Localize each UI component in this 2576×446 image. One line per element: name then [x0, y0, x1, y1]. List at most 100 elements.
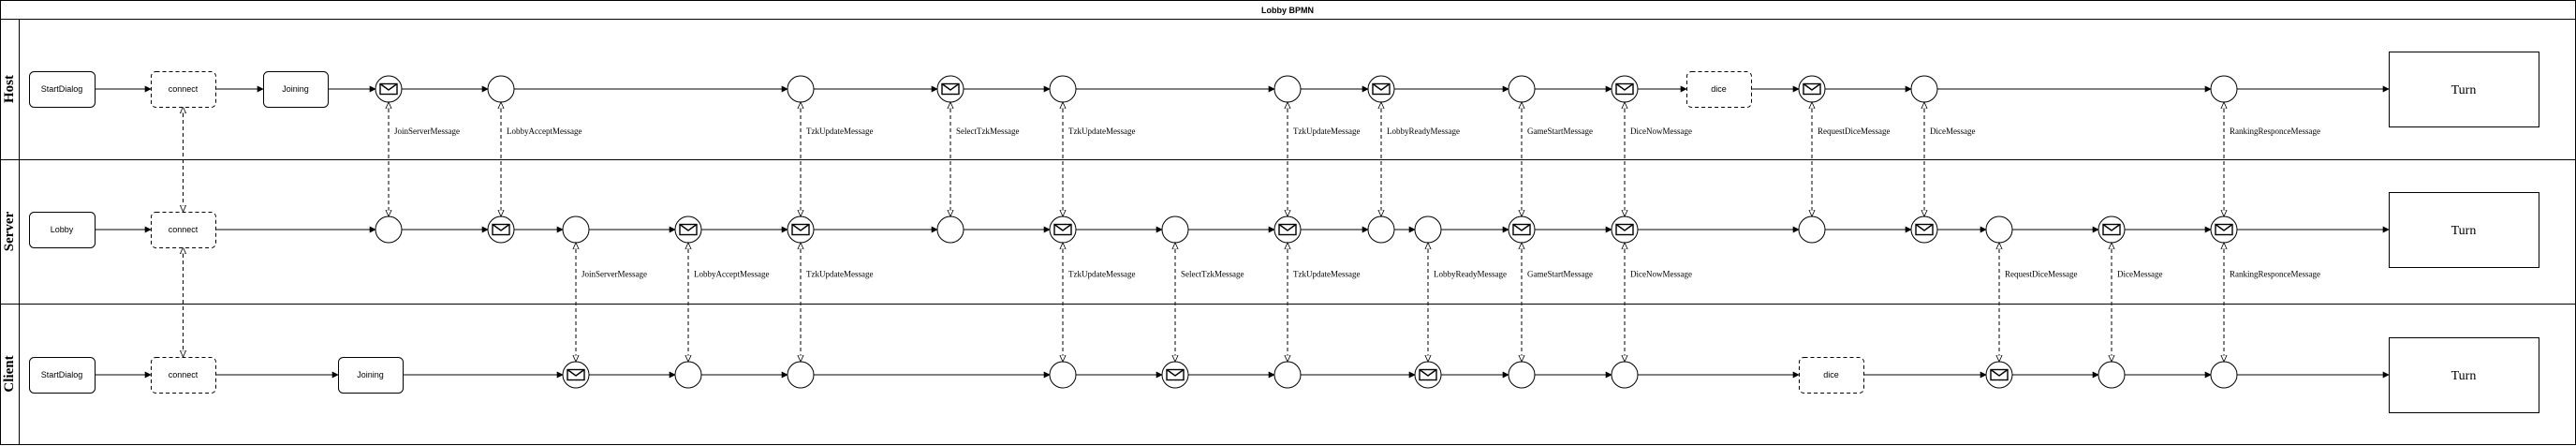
event-circle — [1161, 216, 1189, 244]
task-box — [151, 357, 216, 394]
host-server-message-1: JoinServerMessage — [389, 102, 460, 216]
task-server-connect: connect — [151, 212, 216, 248]
event-circle — [936, 216, 964, 244]
message-label: JoinServerMessage — [394, 126, 460, 136]
event-circle — [1273, 361, 1302, 389]
server-message-event-16 — [1985, 216, 2013, 244]
task-box — [1799, 357, 1864, 394]
task-server-lobby: Lobby — [29, 212, 96, 248]
envelope-icon — [379, 82, 398, 96]
message-label: RankingResponceMessage — [2230, 126, 2320, 136]
task-client-turn: Turn — [2389, 337, 2539, 413]
task-host-connect: connect — [151, 71, 216, 108]
server-client-message-4: TzkUpdateMessage — [1063, 243, 1135, 362]
envelope-icon — [941, 82, 960, 96]
host-server-message-6: TzkUpdateMessage — [1288, 102, 1360, 216]
envelope-icon — [1372, 82, 1391, 96]
client-message-event-3 — [787, 361, 815, 389]
task-label: Turn — [2451, 369, 2477, 383]
event-circle — [674, 361, 702, 389]
envelope-flap — [1615, 223, 1634, 231]
host-server-message-12: RankingResponceMessage — [2224, 102, 2320, 216]
task-label: Joining — [357, 370, 384, 379]
server-client-message-7: LobbyReadyMessage — [1428, 243, 1507, 362]
event-circle — [787, 75, 815, 103]
host-server-message-10: RequestDiceMessage — [1812, 102, 1890, 216]
task-label: connect — [169, 225, 199, 234]
envelope-flap — [2102, 223, 2121, 231]
host-message-event-2 — [487, 75, 515, 103]
message-label: JoinServerMessage — [581, 270, 647, 279]
task-box — [151, 71, 216, 108]
message-label: TzkUpdateMessage — [1068, 270, 1135, 279]
task-box — [1686, 71, 1752, 108]
envelope-icon — [1990, 368, 2009, 381]
message-label: TzkUpdateMessage — [806, 126, 873, 136]
pool-title: Lobby BPMN — [1261, 6, 1314, 15]
envelope-flap — [791, 223, 810, 231]
envelope-flap — [1615, 82, 1634, 91]
event-circle — [1611, 361, 1639, 389]
envelope-icon — [1803, 82, 1821, 96]
task-label: StartDialog — [41, 84, 83, 94]
task-label: Turn — [2451, 83, 2477, 97]
host-message-event-12 — [2210, 75, 2238, 103]
host-message-event-9 — [1611, 75, 1639, 103]
task-host-joining: Joining — [263, 71, 329, 108]
message-label: SelectTzkMessage — [1181, 270, 1244, 279]
envelope-icon — [492, 223, 510, 236]
host-message-event-5 — [1049, 75, 1077, 103]
lane-label-client: Client — [2, 355, 17, 392]
host-message-event-8 — [1508, 75, 1536, 103]
envelope-icon — [1053, 223, 1072, 236]
message-label: GameStartMessage — [1527, 270, 1593, 279]
host-message-event-3 — [787, 75, 815, 103]
host-message-event-7 — [1367, 75, 1395, 103]
lane-label-host: Host — [2, 75, 17, 103]
message-label: LobbyAcceptMessage — [694, 270, 769, 279]
server-client-message-10: RequestDiceMessage — [1999, 243, 2077, 362]
task-label: connect — [169, 370, 199, 379]
server-message-event-15 — [1910, 216, 1938, 244]
server-message-event-2 — [487, 216, 515, 244]
envelope-icon — [679, 223, 698, 236]
message-label: RequestDiceMessage — [1818, 126, 1890, 136]
server-message-event-7 — [1049, 216, 1077, 244]
envelope-icon — [1615, 223, 1634, 236]
host-server-message-4: SelectTzkMessage — [950, 102, 1019, 216]
task-host-startdialog: StartDialog — [29, 71, 96, 108]
envelope-flap — [2215, 223, 2233, 231]
event-circle — [1049, 75, 1077, 103]
task-label: Turn — [2451, 224, 2477, 238]
event-circle — [1049, 361, 1077, 389]
envelope-icon — [2215, 223, 2233, 236]
event-circle — [487, 75, 515, 103]
host-message-event-1 — [375, 75, 403, 103]
server-client-message-12: RankingResponceMessage — [2224, 243, 2320, 362]
envelope-flap — [1803, 82, 1821, 91]
message-label: DiceMessage — [2117, 270, 2162, 279]
event-circle — [2098, 361, 2126, 389]
task-box — [2389, 337, 2539, 413]
server-message-event-9 — [1273, 216, 1302, 244]
host-message-event-11 — [1910, 75, 1938, 103]
server-client-message-3: TzkUpdateMessage — [801, 243, 873, 362]
event-circle — [375, 216, 403, 244]
task-label: dice — [1823, 370, 1839, 379]
message-label: DiceNowMessage — [1630, 126, 1692, 136]
envelope-flap — [1990, 368, 2009, 377]
envelope-flap — [1512, 223, 1531, 231]
event-circle — [1910, 75, 1938, 103]
event-circle — [1985, 216, 2013, 244]
event-circle — [1414, 216, 1442, 244]
host-server-message-7: LobbyReadyMessage — [1381, 102, 1460, 216]
envelope-flap — [941, 82, 960, 91]
task-box — [263, 71, 329, 108]
host-server-message-11: DiceMessage — [1924, 102, 1975, 216]
client-message-event-6 — [1273, 361, 1302, 389]
task-label: Lobby — [51, 225, 74, 234]
envelope-flap — [1372, 82, 1391, 91]
task-box — [29, 357, 96, 394]
